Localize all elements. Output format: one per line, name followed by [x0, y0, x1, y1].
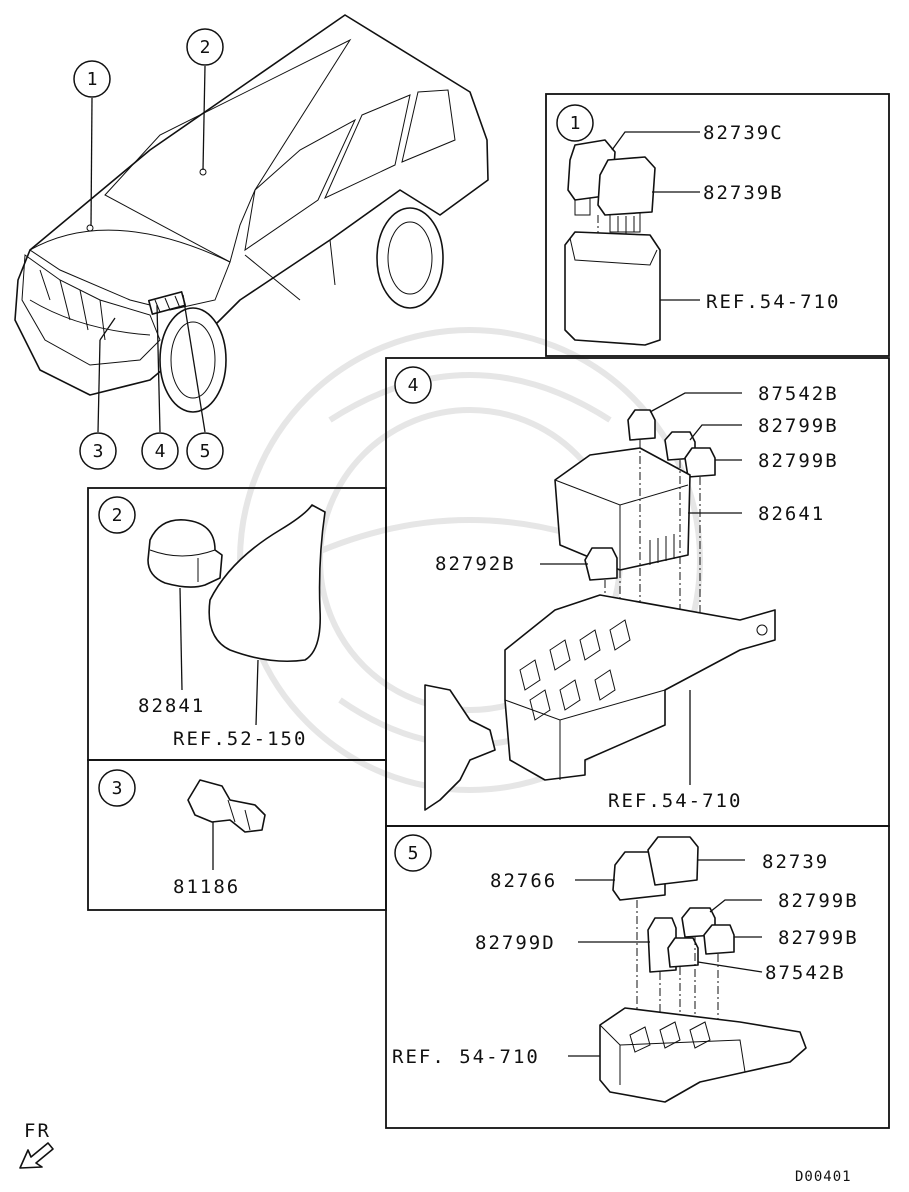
svg-text:81186: 81186 — [173, 876, 240, 898]
vehicle-overview — [14, 14, 489, 413]
callout-overview-1[interactable]: 1 — [73, 60, 111, 98]
svg-text:82739B: 82739B — [703, 182, 784, 204]
svg-text:82739: 82739 — [762, 851, 829, 873]
svg-text:4: 4 — [408, 375, 419, 396]
svg-text:5: 5 — [200, 441, 211, 462]
svg-text:82739C: 82739C — [703, 122, 784, 144]
panel-4: 4 87542B 82799B 82799B — [385, 357, 890, 827]
panel-5: 5 82739 82766 82799B 82799B 82799D 87542… — [385, 825, 890, 1129]
svg-text:2: 2 — [112, 505, 123, 526]
svg-text:82841: 82841 — [138, 695, 205, 717]
panel-1: 1 82739C 82739B REF.54-710 — [545, 93, 890, 357]
svg-text:82799B: 82799B — [758, 450, 839, 472]
front-direction-indicator: FR — [19, 1120, 54, 1169]
panel-3: 3 81186 — [87, 759, 387, 911]
svg-text:82792B: 82792B — [435, 553, 516, 575]
callout-overview-4[interactable]: 4 — [141, 432, 179, 470]
front-arrow-icon — [19, 1142, 54, 1169]
svg-text:3: 3 — [93, 441, 104, 462]
svg-text:82799B: 82799B — [778, 927, 859, 949]
overview-leaders — [90, 65, 206, 433]
svg-text:REF. 54-710: REF. 54-710 — [392, 1046, 540, 1068]
svg-text:3: 3 — [112, 778, 123, 799]
svg-text:82799B: 82799B — [778, 890, 859, 912]
svg-text:87542B: 87542B — [765, 962, 846, 984]
callout-overview-5[interactable]: 5 — [186, 432, 224, 470]
svg-text:5: 5 — [408, 843, 419, 864]
svg-text:1: 1 — [87, 69, 98, 90]
front-label: FR — [24, 1120, 51, 1142]
svg-text:4: 4 — [155, 441, 166, 462]
panel-2: 2 82841 REF.52-150 — [87, 487, 387, 761]
svg-text:82799B: 82799B — [758, 415, 839, 437]
diagram-code: D00401 — [795, 1169, 852, 1185]
svg-text:82641: 82641 — [758, 503, 825, 525]
callout-overview-3[interactable]: 3 — [79, 432, 117, 470]
svg-text:82799D: 82799D — [475, 932, 556, 954]
svg-text:87542B: 87542B — [758, 383, 839, 405]
svg-text:1: 1 — [570, 113, 581, 134]
svg-text:REF.54-710: REF.54-710 — [608, 790, 742, 812]
svg-text:REF.52-150: REF.52-150 — [173, 728, 307, 750]
svg-text:2: 2 — [200, 37, 211, 58]
callout-overview-2[interactable]: 2 — [186, 28, 224, 66]
svg-text:REF.54-710: REF.54-710 — [706, 291, 840, 313]
svg-text:82766: 82766 — [490, 870, 557, 892]
